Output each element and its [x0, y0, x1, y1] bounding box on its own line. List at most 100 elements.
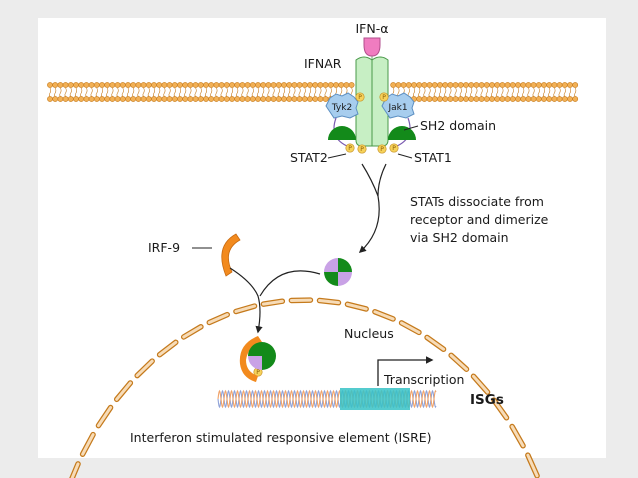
lipid-head-top [473, 82, 480, 88]
lipid-head-bottom [135, 96, 142, 102]
envelope-segment-fill [158, 340, 178, 357]
lipid-head-bottom [119, 96, 126, 102]
lipid-tail [511, 87, 514, 97]
lipid-head-top [421, 82, 428, 88]
lipid-tail [407, 87, 410, 97]
lipid-head-top [197, 82, 204, 88]
lipid-head-top [140, 82, 147, 88]
phospho-letter: P [360, 146, 364, 153]
lipid-tail [543, 87, 545, 97]
lipid-head-top [556, 82, 563, 88]
lipid-tail [205, 87, 207, 97]
lipid-head-top [114, 82, 121, 88]
phospho-circle [357, 144, 367, 154]
diagram-panel [38, 18, 606, 458]
tyk2-kinase: Tyk2 [325, 92, 359, 119]
lipid-tail [127, 87, 129, 97]
lipid-head-bottom [468, 96, 475, 102]
lipid-head-bottom [88, 96, 95, 102]
lipid-head-bottom [301, 96, 308, 102]
lipid-tail [444, 87, 447, 97]
lipid-head-bottom [223, 96, 230, 102]
envelope-segment-fill [135, 359, 154, 378]
lipid-head-top [390, 82, 397, 88]
lipid-head-bottom [426, 96, 433, 102]
jak1-shape [381, 92, 415, 119]
lipid-head-top [255, 82, 261, 88]
lipid-head-bottom [520, 96, 527, 102]
lipid-head-bottom [416, 96, 423, 102]
lipid-head-top [541, 82, 547, 88]
receptor-phospho-left: P [355, 92, 365, 102]
lipid-tail [527, 87, 530, 97]
lipid-tail [501, 87, 504, 97]
lipid-head-bottom [218, 96, 225, 102]
lipid-head-top [145, 82, 152, 88]
lipid-tail [418, 87, 421, 97]
lipid-tail [59, 87, 62, 97]
lipid-head-top [166, 82, 173, 88]
lipid-head-top [426, 82, 433, 88]
lipid-head-top [296, 82, 303, 88]
lipid-head-top [520, 82, 527, 88]
lipid-tail [257, 87, 259, 97]
envelope-segment-fill [182, 325, 203, 339]
lipid-tail [506, 87, 509, 97]
lipid-tail [184, 87, 187, 97]
lipid-head-top [437, 82, 443, 88]
lipid-head-bottom [145, 96, 152, 102]
lipid-tail [319, 87, 322, 97]
lipid-tail [189, 87, 192, 97]
lipid-head-top [338, 82, 345, 88]
phospho-letter: P [382, 94, 386, 101]
lipid-tail [470, 87, 473, 97]
envelope-segment-fill [425, 335, 446, 351]
lipid-head-bottom [275, 96, 282, 102]
lipid-head-top [104, 82, 111, 88]
lipid-tail [449, 87, 452, 97]
lipid-head-bottom [125, 96, 131, 102]
lipid-tail [64, 87, 67, 97]
lipid-tail [49, 87, 51, 97]
lipid-tail [215, 87, 218, 97]
dissociate-line-1: STATs dissociate from [410, 194, 544, 209]
dimer-q1 [324, 258, 338, 272]
lipid-head-bottom [463, 96, 469, 102]
lipid-tail [101, 87, 103, 97]
lipid-head-bottom [151, 96, 157, 102]
nucleus-label: Nucleus [344, 326, 394, 341]
lipid-head-top [249, 82, 256, 88]
lipid-head-bottom [78, 96, 85, 102]
lipid-head-top [73, 82, 79, 88]
lipid-tail [491, 87, 493, 97]
lipid-head-top [561, 82, 568, 88]
lipid-head-bottom [67, 96, 74, 102]
dimer-q4 [338, 272, 352, 286]
lipid-tail [75, 87, 77, 97]
phospho-circle [377, 144, 387, 154]
lipid-tail [272, 87, 275, 97]
lipid-head-top [182, 82, 189, 88]
lipid-head-top [504, 82, 511, 88]
lipid-tail [475, 87, 478, 97]
lipid-head-top [229, 82, 235, 88]
lipid-head-top [525, 82, 532, 88]
lipid-tail [537, 87, 540, 97]
lipid-head-bottom [187, 96, 194, 102]
lipid-tail [251, 87, 254, 97]
lipid-tail [553, 87, 556, 97]
lipid-head-bottom [192, 96, 199, 102]
lipid-tail [225, 87, 228, 97]
lipid-head-bottom [281, 96, 287, 102]
ifnar-receptor [355, 56, 389, 147]
lipid-head-top [275, 82, 282, 88]
lipid-head-bottom [483, 96, 490, 102]
lipid-head-bottom [504, 96, 511, 102]
lipid-tail [153, 87, 155, 97]
lipid-head-bottom [515, 96, 521, 102]
lipid-head-top [156, 82, 163, 88]
lipid-head-top [411, 82, 417, 88]
lipid-head-bottom [156, 96, 163, 102]
lipid-head-bottom [73, 96, 79, 102]
lipid-tail [220, 87, 223, 97]
